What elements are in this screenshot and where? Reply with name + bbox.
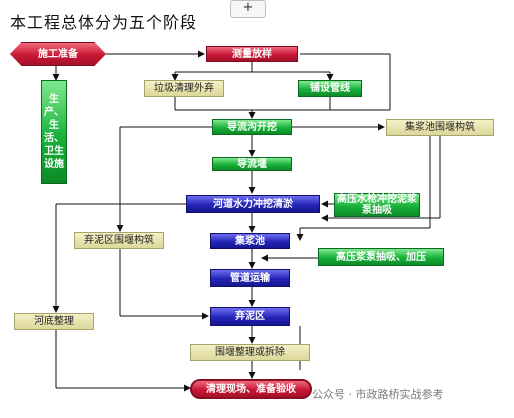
node-dam-remove[interactable]: 围堰整理或拆除	[190, 344, 310, 361]
watermark: 公众号 · 市政路桥实战参考	[312, 388, 444, 401]
node-trash[interactable]: 垃圾清理外弃	[144, 80, 224, 97]
node-high-pump[interactable]: 高压浆泵抽吸、加压	[318, 248, 444, 266]
node-trench[interactable]: 导流沟开挖	[212, 119, 292, 135]
node-bed-seal[interactable]: 河底整理	[14, 313, 94, 330]
node-survey[interactable]: 测量放样	[206, 46, 298, 62]
node-pipeline[interactable]: 铺设管线	[298, 80, 362, 97]
node-dam-build[interactable]: 集浆池围堰构筑	[386, 119, 494, 136]
node-start[interactable]: 施工准备	[10, 42, 106, 66]
node-transport[interactable]: 管道运输	[210, 269, 290, 287]
node-sump[interactable]: 集浆池	[210, 233, 290, 249]
node-high-water[interactable]: 高压水枪冲挖泥浆泵抽吸	[334, 193, 420, 217]
node-finish[interactable]: 清理现场、准备验收	[190, 379, 312, 399]
node-disposal-dam[interactable]: 弃泥区围堰构筑	[74, 232, 164, 249]
node-diversion-dam[interactable]: 导流堰	[212, 157, 292, 171]
page-title: 本工程总体分为五个阶段	[10, 13, 198, 32]
node-flush[interactable]: 河道水力冲挖清淤	[186, 195, 320, 213]
add-button[interactable]: +	[230, 0, 266, 18]
node-disposal[interactable]: 弃泥区	[210, 307, 290, 326]
node-living[interactable]: 生产、生活、卫生设施	[41, 80, 67, 184]
